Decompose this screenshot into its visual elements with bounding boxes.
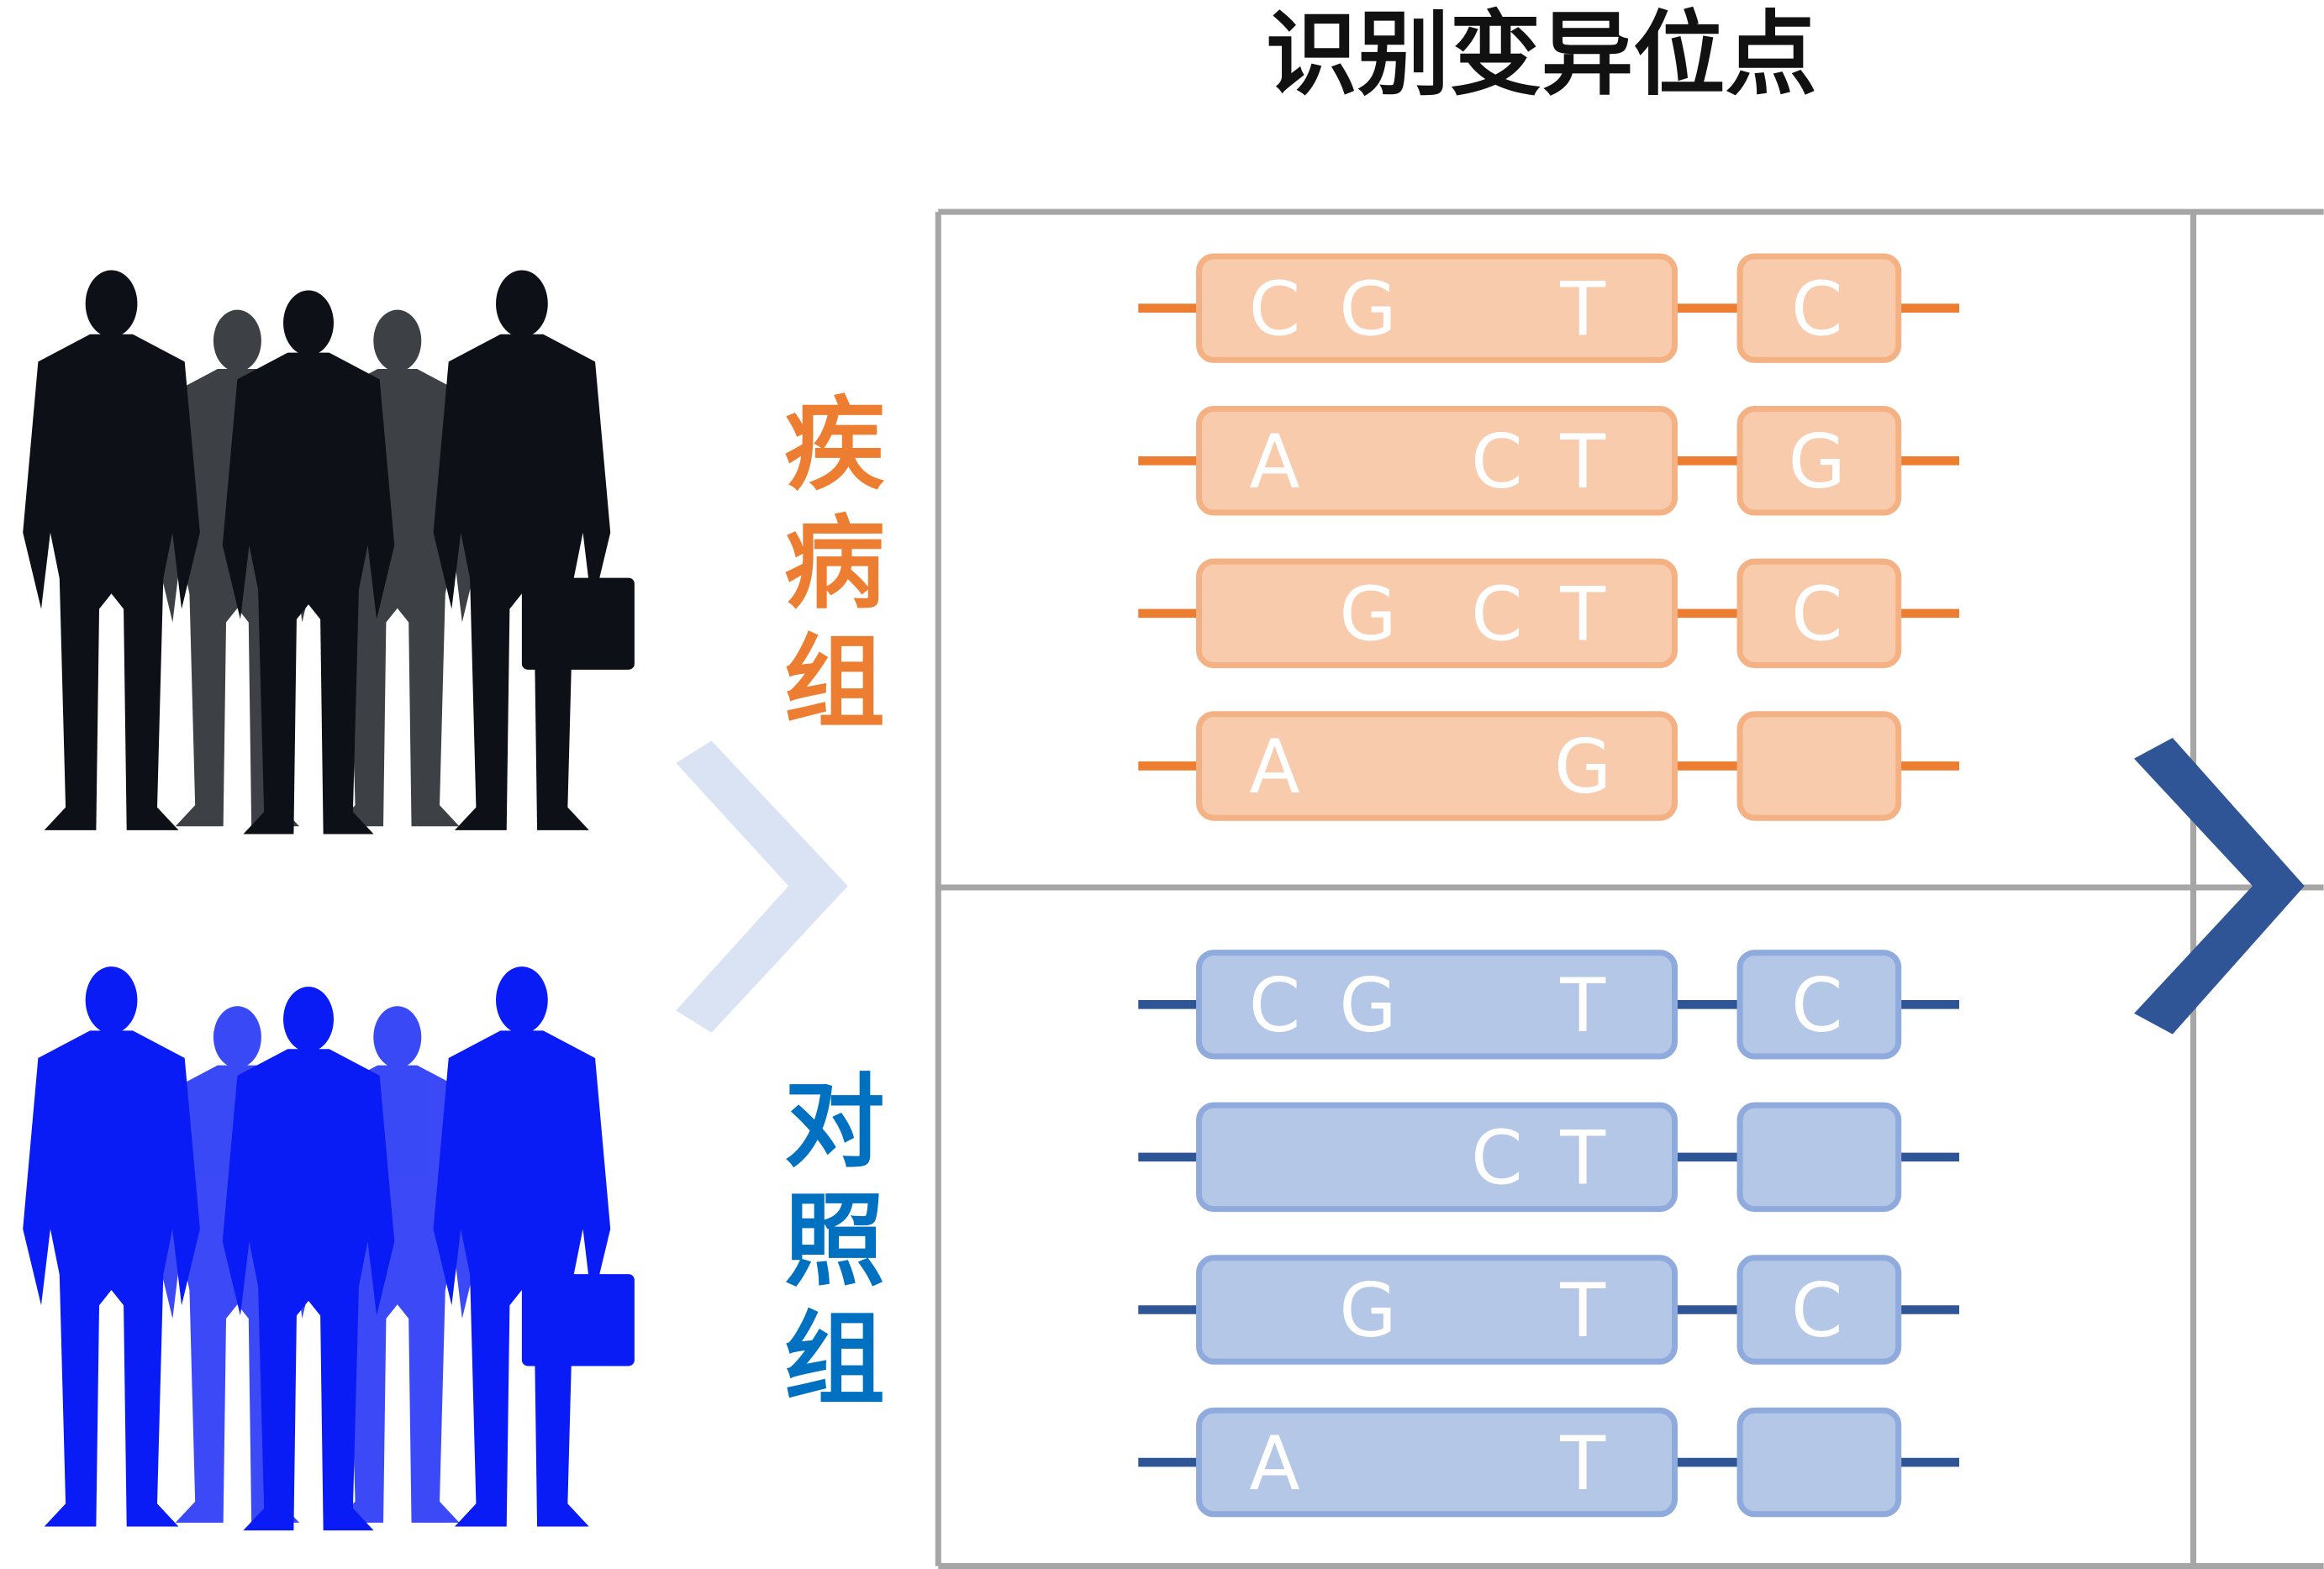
sequence-block-main xyxy=(1196,711,1678,821)
person-figure xyxy=(222,290,395,835)
sequence-block-small xyxy=(1736,558,1902,669)
nucleotide-base: T xyxy=(1559,571,1606,658)
grid-frame xyxy=(935,208,2324,1569)
person-figure xyxy=(433,966,611,1527)
chevron-right-light-icon xyxy=(676,740,848,1033)
nucleotide-base: G xyxy=(1339,266,1396,352)
nucleotide-base: C xyxy=(1471,571,1523,658)
disease-group-label-char: 疾 xyxy=(784,387,885,504)
nucleotide-base: T xyxy=(1559,1420,1606,1507)
person-figure xyxy=(23,966,200,1527)
nucleotide-base: C xyxy=(1471,419,1523,505)
sequence-block-main xyxy=(1196,1102,1678,1213)
sequence-block-small xyxy=(1736,950,1902,1060)
control-people-silhouette xyxy=(23,966,635,1531)
nucleotide-base: C xyxy=(1791,571,1843,658)
sequence-block-small xyxy=(1736,1255,1902,1365)
nucleotide-base: G xyxy=(1789,419,1846,505)
person-figure xyxy=(222,987,395,1531)
control-group-label-char: 照 xyxy=(784,1183,885,1300)
chevron-right-dark-icon xyxy=(2134,737,2305,1035)
control-group-label-char: 对 xyxy=(784,1065,885,1182)
nucleotide-base: A xyxy=(1249,419,1299,505)
nucleotide-base: A xyxy=(1249,1420,1299,1507)
nucleotide-base: T xyxy=(1559,419,1606,505)
control-group-label-char: 组 xyxy=(784,1302,885,1419)
diagram-title: 识别变异位点 xyxy=(1266,1,1817,108)
person-figure xyxy=(433,270,611,830)
people-groups xyxy=(23,270,635,1531)
disease-people-silhouette xyxy=(23,270,635,835)
disease-group-label-char: 病 xyxy=(784,506,885,623)
sequence-block-main xyxy=(1196,1407,1678,1518)
sequence-block-main xyxy=(1196,253,1678,363)
nucleotide-base: G xyxy=(1339,571,1396,658)
sequence-block-small xyxy=(1736,1407,1902,1518)
nucleotide-base: A xyxy=(1249,724,1299,810)
nucleotide-base: C xyxy=(1249,962,1301,1049)
nucleotide-base: C xyxy=(1471,1115,1523,1202)
nucleotide-base: C xyxy=(1791,962,1843,1049)
briefcase-icon xyxy=(521,1274,635,1366)
sequence-block-main xyxy=(1196,950,1678,1060)
nucleotide-base: C xyxy=(1791,266,1843,352)
sequence-block-main xyxy=(1196,558,1678,669)
sequence-block-small xyxy=(1736,406,1902,516)
nucleotide-base: T xyxy=(1559,1115,1606,1202)
sequence-block-small xyxy=(1736,253,1902,363)
nucleotide-base: T xyxy=(1559,266,1606,352)
sequence-block-main xyxy=(1196,406,1678,516)
disease-group-label-char: 组 xyxy=(784,624,885,741)
nucleotide-base: C xyxy=(1249,266,1301,352)
sequence-block-main xyxy=(1196,1255,1678,1365)
nucleotide-base: T xyxy=(1559,962,1606,1049)
nucleotide-base: C xyxy=(1791,1267,1843,1354)
briefcase-icon xyxy=(521,577,635,670)
nucleotide-base: G xyxy=(1339,1267,1396,1354)
nucleotide-base: G xyxy=(1339,962,1396,1049)
person-figure xyxy=(23,270,200,830)
sequence-block-small xyxy=(1736,711,1902,821)
sequence-block-small xyxy=(1736,1102,1902,1213)
nucleotide-base: T xyxy=(1559,1267,1606,1354)
nucleotide-base: G xyxy=(1554,724,1611,810)
